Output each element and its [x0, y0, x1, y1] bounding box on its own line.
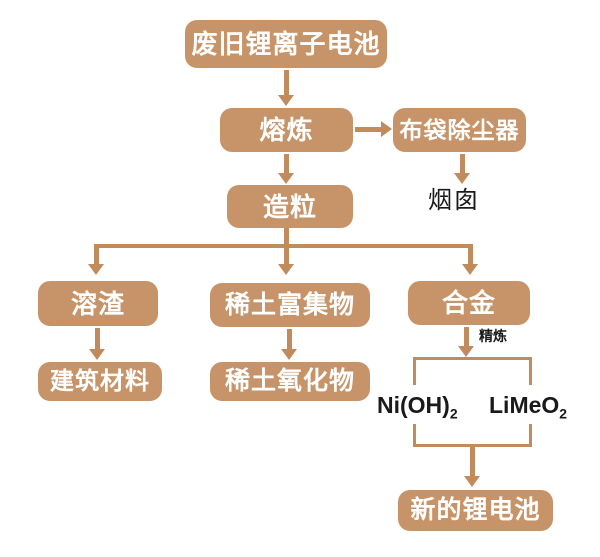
node-alloy: 合金: [408, 281, 530, 325]
bracket-left-upper-line: [413, 357, 416, 385]
label-chimney: 烟囱: [428, 187, 480, 214]
arrow-smelting-to-dust-collector: [355, 121, 392, 138]
formula-base: LiMeO: [489, 392, 560, 418]
arrow-branch-to-slag: [88, 244, 105, 275]
formula-nickel-hydroxide: Ni(OH)2: [377, 392, 458, 422]
arrow-branch-to-alloy: [462, 244, 479, 275]
arrow-concentrate-to-oxide: [281, 329, 298, 360]
node-bag-dust-collector: 布袋除尘器: [393, 108, 526, 152]
node-rare-earth-concentrate: 稀土富集物: [210, 283, 370, 327]
arrow-slag-to-building: [89, 328, 106, 360]
bracket-top-line: [413, 357, 532, 360]
node-smelting: 熔炼: [220, 108, 353, 152]
node-waste-battery: 废旧锂离子电池: [185, 20, 387, 68]
node-rare-earth-oxide: 稀土氧化物: [210, 362, 370, 401]
bracket-right-lower-line: [529, 424, 532, 447]
formula-subscript: 2: [559, 405, 568, 422]
bracket-left-lower-line: [413, 424, 416, 447]
arrow-waste-to-smelting: [278, 70, 295, 106]
node-building-materials: 建筑材料: [38, 362, 162, 401]
formula-base: Ni(OH): [377, 392, 450, 418]
arrow-bracket-to-new-battery: [464, 447, 481, 487]
formula-subscript: 2: [449, 405, 458, 422]
arrow-dust-collector-to-chimney: [454, 154, 471, 184]
node-new-battery: 新的锂电池: [398, 490, 553, 531]
node-slag: 溶渣: [38, 281, 158, 326]
arrow-alloy-to-refining: [458, 327, 475, 357]
arrow-smelting-to-granulation: [278, 154, 295, 184]
node-granulation: 造粒: [227, 185, 353, 228]
label-refining: 精炼: [479, 328, 507, 344]
bracket-right-upper-line: [529, 357, 532, 385]
formula-lithium-metal-oxide: LiMeO2: [489, 392, 567, 422]
bracket-bottom-line: [413, 444, 532, 447]
branch-horizontal-line: [94, 244, 473, 248]
arrow-branch-to-concentrate: [278, 228, 295, 275]
